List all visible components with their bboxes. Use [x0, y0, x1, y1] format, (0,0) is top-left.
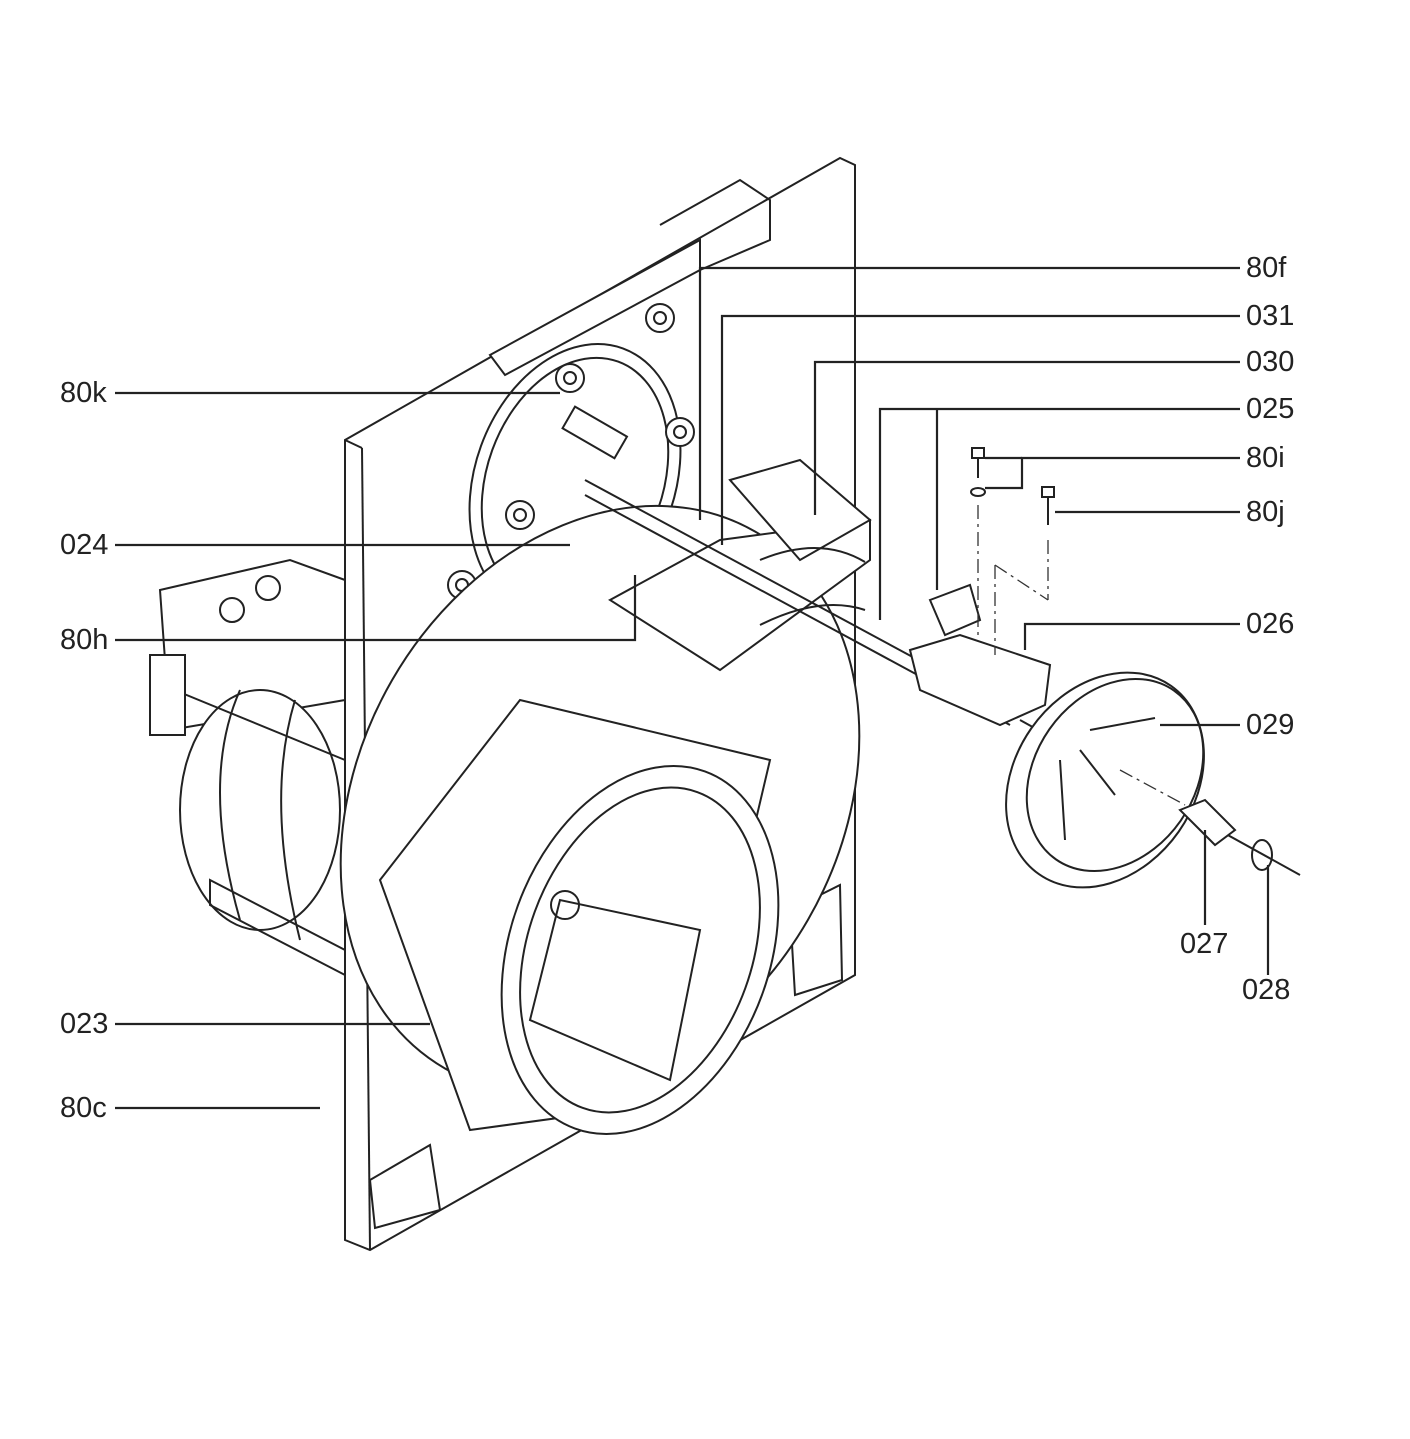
label-028: 028 [1242, 974, 1291, 1006]
baffle-disc [1005, 671, 1205, 889]
label-80k: 80k [60, 377, 107, 409]
fan-housing [339, 504, 861, 1135]
label-026: 026 [1246, 608, 1295, 640]
blast-tube [608, 458, 872, 672]
label-029: 029 [1246, 709, 1295, 741]
motor [149, 558, 346, 977]
screws [970, 447, 1186, 806]
label-030: 030 [1246, 346, 1295, 378]
leader-lines [115, 266, 1270, 1110]
label-80h: 80h [60, 624, 109, 656]
label-025: 025 [1246, 393, 1295, 425]
label-80j: 80j [1246, 496, 1285, 528]
label-80c: 80c [60, 1092, 107, 1124]
label-031: 031 [1246, 300, 1295, 332]
label-80f: 80f [1246, 252, 1287, 284]
label-80i: 80i [1246, 442, 1285, 474]
nozzle [1178, 798, 1237, 847]
label-024: 024 [60, 529, 109, 561]
label-023: 023 [60, 1008, 109, 1040]
o-ring [1251, 839, 1273, 871]
label-027: 027 [1180, 928, 1229, 960]
